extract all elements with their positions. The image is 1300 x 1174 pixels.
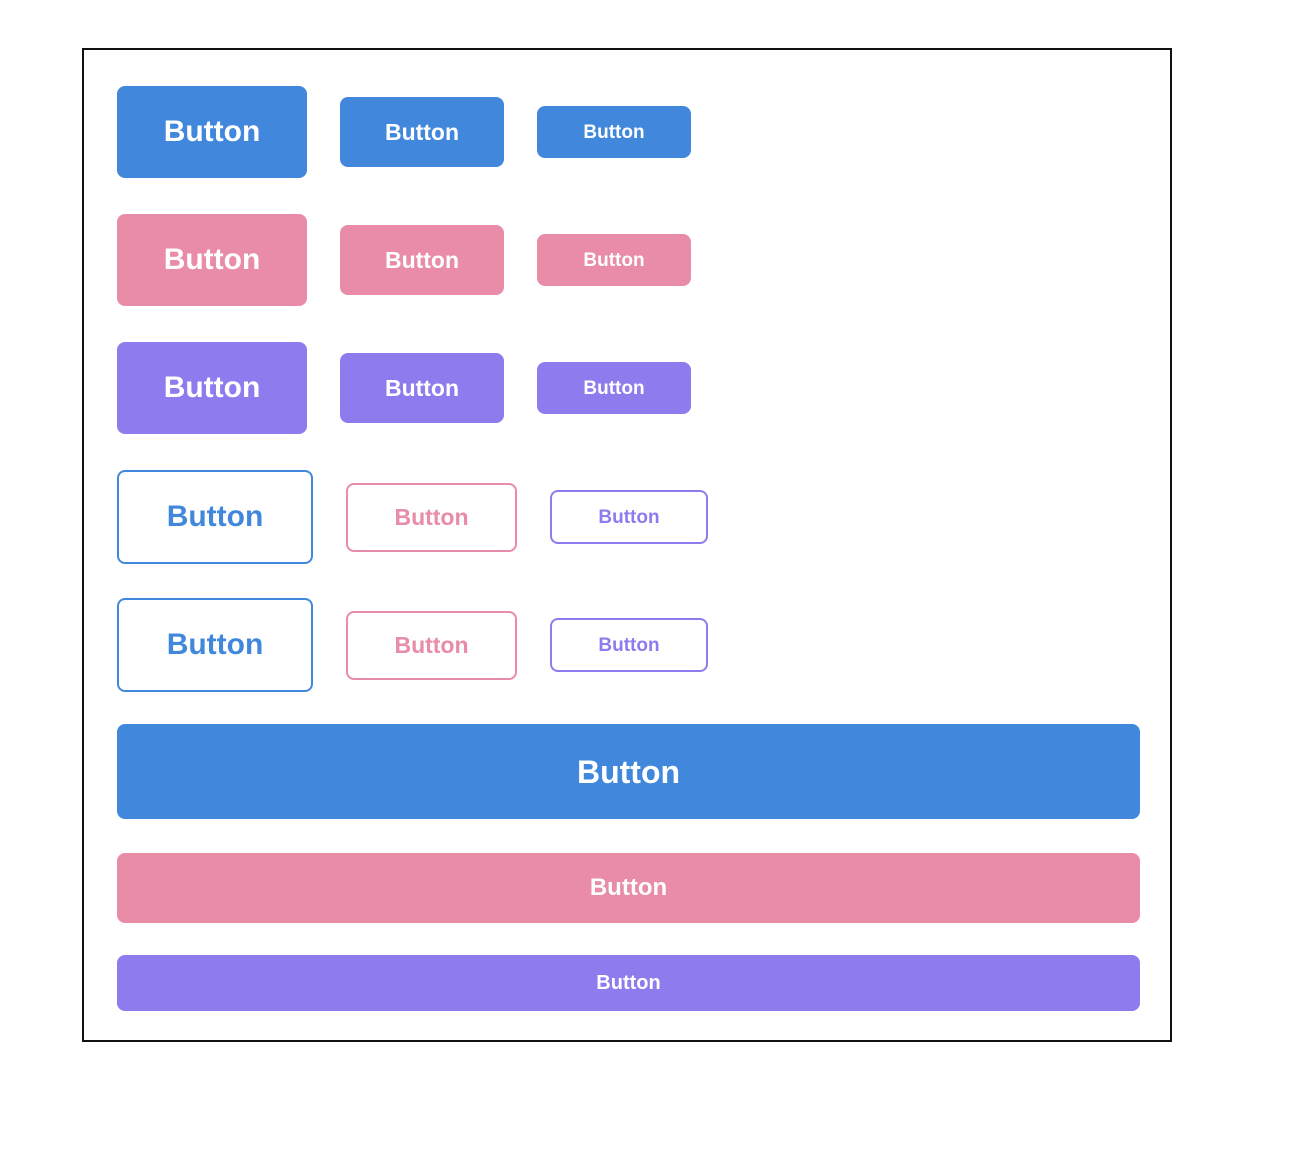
outline-row-1: Button Button Button — [117, 470, 1140, 564]
button-showcase-panel: Button Button Button Button Button Butto… — [82, 48, 1172, 1042]
outline-purple-button-small-1[interactable]: Button — [550, 490, 708, 544]
outline-row-2: Button Button Button — [117, 598, 1140, 692]
solid-pink-row: Button Button Button — [117, 214, 1140, 306]
solid-purple-button-small[interactable]: Button — [537, 362, 691, 414]
block-blue-button-large[interactable]: Button — [117, 724, 1140, 819]
block-purple-button-small[interactable]: Button — [117, 955, 1140, 1011]
outline-pink-button-medium-1[interactable]: Button — [346, 482, 517, 552]
solid-pink-button-large[interactable]: Button — [117, 214, 307, 306]
solid-blue-button-large[interactable]: Button — [117, 86, 307, 178]
solid-blue-button-medium[interactable]: Button — [340, 97, 504, 167]
outline-purple-button-small-2[interactable]: Button — [550, 618, 708, 672]
outline-blue-button-large-1[interactable]: Button — [117, 470, 313, 564]
solid-blue-row: Button Button Button — [117, 86, 1140, 178]
block-pink-button-medium[interactable]: Button — [117, 853, 1140, 923]
solid-pink-button-small[interactable]: Button — [537, 234, 691, 286]
solid-blue-button-small[interactable]: Button — [537, 106, 691, 158]
outline-pink-button-medium-2[interactable]: Button — [346, 610, 517, 680]
solid-purple-button-medium[interactable]: Button — [340, 353, 504, 423]
solid-purple-button-large[interactable]: Button — [117, 342, 307, 434]
solid-pink-button-medium[interactable]: Button — [340, 225, 504, 295]
outline-blue-button-large-2[interactable]: Button — [117, 598, 313, 692]
solid-purple-row: Button Button Button — [117, 342, 1140, 434]
